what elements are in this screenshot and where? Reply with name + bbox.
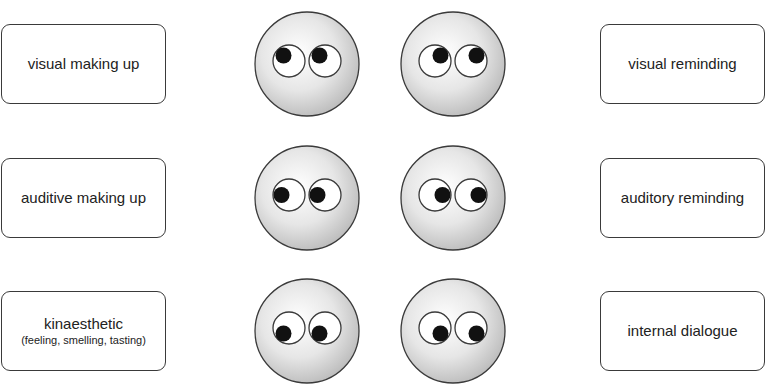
- face-circle: [401, 12, 505, 116]
- eye-pupil: [312, 48, 328, 64]
- label-box: auditive making up: [1, 158, 166, 238]
- eye-white: [273, 312, 305, 344]
- eye-white: [273, 45, 305, 77]
- eye-pupil: [435, 187, 451, 203]
- eye-pupil: [274, 187, 290, 203]
- eye-pupil: [433, 48, 449, 64]
- eye-white: [419, 179, 451, 211]
- eye-white: [309, 45, 341, 77]
- face-circle: [255, 12, 359, 116]
- face-circle: [401, 146, 505, 250]
- eye-pupil: [469, 48, 485, 64]
- eye-white: [309, 179, 341, 211]
- eye-white: [309, 312, 341, 344]
- box-label: auditive making up: [21, 189, 146, 207]
- face-group: [255, 12, 505, 383]
- box-label: kinaesthetic: [44, 315, 123, 333]
- eye-pupil: [471, 187, 487, 203]
- eye-white: [273, 179, 305, 211]
- box-label: visual making up: [28, 55, 140, 73]
- eye-pupil: [312, 326, 328, 342]
- eye-white: [419, 312, 451, 344]
- eye-pupil: [310, 187, 326, 203]
- face-circle: [255, 146, 359, 250]
- face-circle: [401, 279, 505, 383]
- box-sublabel: (feeling, smelling, tasting): [21, 333, 146, 347]
- label-box: visual making up: [1, 24, 166, 104]
- eye-pupil: [276, 326, 292, 342]
- eye-white: [455, 179, 487, 211]
- eye-white: [419, 45, 451, 77]
- eye-pupil: [433, 326, 449, 342]
- box-label: visual reminding: [628, 55, 736, 73]
- box-label: internal dialogue: [627, 322, 737, 340]
- eye-white: [455, 312, 487, 344]
- eye-pupil: [276, 48, 292, 64]
- face-circle: [255, 279, 359, 383]
- box-label: auditory reminding: [621, 189, 744, 207]
- label-box: visual reminding: [600, 24, 765, 104]
- eye-pupil: [469, 326, 485, 342]
- label-box: internal dialogue: [600, 291, 765, 371]
- label-box: auditory reminding: [600, 158, 765, 238]
- eye-white: [455, 45, 487, 77]
- label-box: kinaesthetic(feeling, smelling, tasting): [1, 291, 166, 371]
